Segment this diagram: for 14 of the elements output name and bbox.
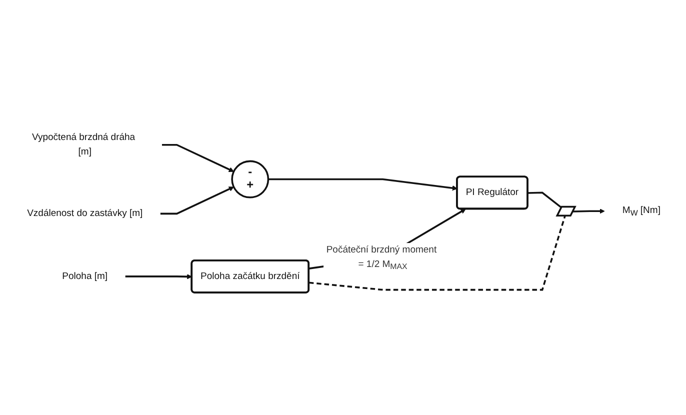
arrow — [162, 144, 234, 172]
node-text: M$_{W}$ [Nm] — [622, 206, 660, 218]
node-circle — [231, 160, 270, 199]
node-text: Vypočtená brzdná dráha [m] — [32, 132, 136, 158]
node-text: Vzdálenost do zastávky [m] — [27, 208, 143, 219]
block-diagram: Počáteční brzdný moment = 1/2 M$_{MAX}$ Vypočtená brzdná dráha [m] - + Vzdálenost do zastávky [m] PI Regulátor M$_{W}$ [Nm] Poloha [m] Poloha začátku brzdění — [3, 117, 683, 298]
node-text: Poloha [m] — [62, 271, 108, 282]
arrow — [268, 178, 458, 192]
connector — [308, 216, 566, 292]
arrow — [573, 208, 605, 214]
connector — [528, 192, 562, 209]
arrow — [125, 274, 192, 280]
arrow — [160, 187, 234, 215]
node-switch — [556, 206, 576, 217]
